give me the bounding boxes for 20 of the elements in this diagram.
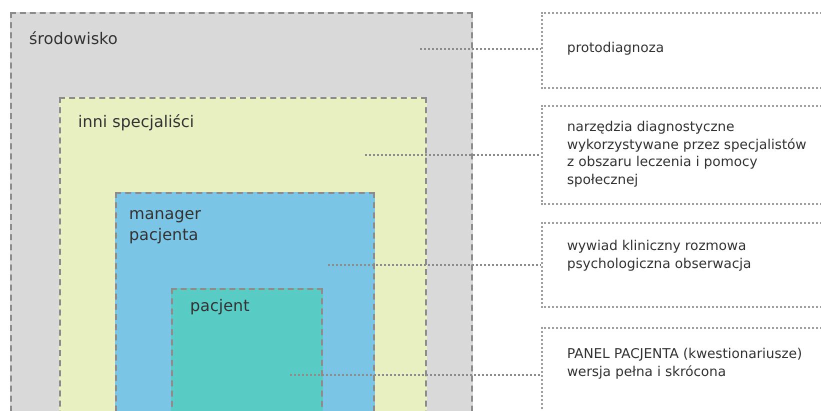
leader-line — [290, 374, 541, 376]
note-text: wywiad kliniczny rozmowa psychologiczna obserwacja — [567, 238, 752, 273]
note-box — [541, 222, 821, 308]
note-text: protodiagnoza — [567, 40, 665, 58]
region-label: pacjent — [190, 295, 250, 316]
region-box — [115, 192, 375, 411]
leader-line — [365, 154, 541, 156]
leader-line — [420, 48, 541, 50]
region-label: środowisko — [29, 28, 119, 49]
region-label: manager pacjenta — [129, 203, 202, 245]
region-label: inni specjaliści — [78, 111, 196, 132]
leader-line — [328, 264, 541, 266]
region-box — [59, 97, 427, 411]
note-box — [541, 105, 821, 205]
note-text: PANEL PACJENTA (kwestionariusze) wersja pełna i skrócona — [567, 346, 804, 381]
note-box — [541, 327, 821, 411]
note-text: narzędzia diagnostyczne wykorzystywane przez specjalistów z obszaru leczenia i pomocy społecznej — [567, 119, 808, 189]
note-box — [541, 12, 821, 89]
region-box — [10, 12, 473, 411]
region-box — [171, 288, 323, 411]
